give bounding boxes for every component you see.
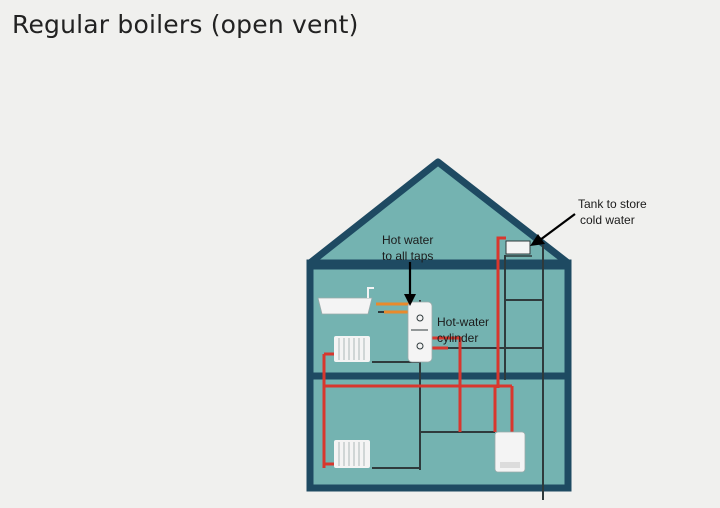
hot-water-label-line-2: to all taps (382, 249, 433, 263)
hot-water-cylinder (407, 301, 433, 363)
radiator-upper (334, 336, 370, 362)
cylinder-label-line-2: cylinder (437, 331, 478, 345)
radiator-lower (334, 440, 370, 468)
boiler (494, 431, 526, 473)
cold-water-tank (504, 240, 532, 257)
label-arrows (404, 213, 576, 306)
tank-label-line-2: cold water (580, 213, 635, 227)
cylinder-label-line-1: Hot-water (437, 315, 489, 329)
bath (317, 287, 374, 315)
page-title: Regular boilers (open vent) (12, 10, 359, 39)
hot-water-label-line-1: Hot water (382, 233, 433, 247)
tank-label-line-1: Tank to store (578, 197, 647, 211)
hot-pipes (322, 236, 514, 468)
